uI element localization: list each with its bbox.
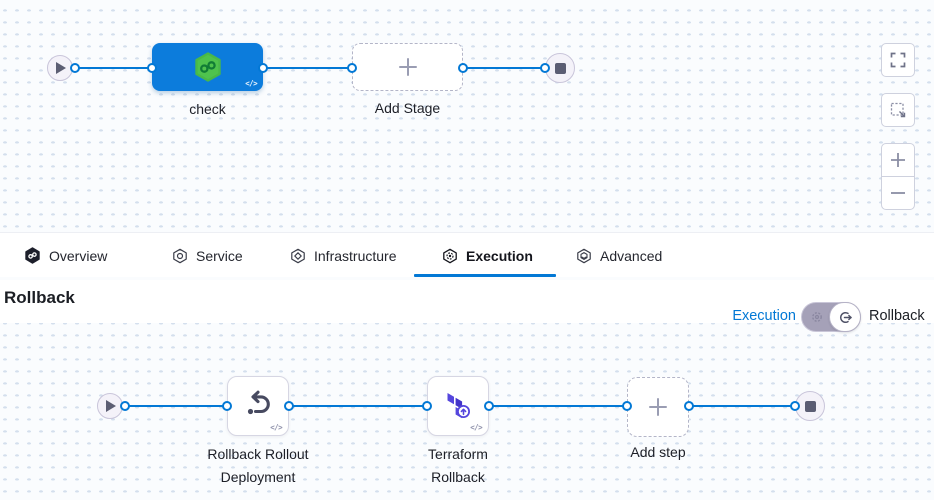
toggle-knob — [829, 302, 861, 332]
step-node-rollback-rollout-deployment[interactable]: </> — [227, 376, 289, 436]
stop-icon — [554, 62, 566, 74]
tab-label: Overview — [49, 247, 108, 264]
yaml-code-icon: </> — [470, 423, 482, 432]
marquee-select-button[interactable] — [881, 93, 915, 127]
port-start-out[interactable] — [120, 401, 130, 411]
port-end-in[interactable] — [540, 63, 550, 73]
stage-graph-canvas[interactable]: </> check Add Stage — [0, 0, 934, 232]
rollback-toggle-icon — [839, 311, 852, 323]
port-addstage-out[interactable] — [458, 63, 468, 73]
step-label: Rollback Rollout Deployment — [207, 446, 309, 485]
execution-hexagon-icon — [443, 248, 457, 263]
pipeline-start-node — [47, 55, 73, 81]
plus-icon — [649, 398, 667, 416]
yaml-code-icon: </> — [245, 79, 257, 88]
tab-execution[interactable]: Execution — [414, 233, 556, 278]
port-step1-in[interactable] — [222, 401, 232, 411]
step-label: Terraform Rollback — [428, 446, 488, 485]
zoom-in-icon — [891, 153, 905, 167]
harness-cd-stage-icon — [194, 52, 221, 82]
step-node-terraform-rollback[interactable]: </> — [427, 376, 489, 436]
tab-service[interactable]: Service — [172, 233, 243, 278]
execution-mode-link[interactable]: Execution — [732, 308, 796, 324]
tab-infrastructure[interactable]: Infrastructure — [290, 233, 396, 278]
add-step-label: Add step — [630, 444, 686, 460]
edge-addstage-to-end — [463, 67, 560, 69]
tab-advanced[interactable]: Advanced — [576, 233, 662, 278]
edge-start-to-step1 — [110, 405, 227, 407]
rollback-arrow-icon — [247, 390, 270, 415]
edge-stage-to-addstage — [263, 67, 352, 69]
port-addstep-in[interactable] — [622, 401, 632, 411]
port-step2-in[interactable] — [422, 401, 432, 411]
port-stage-in[interactable] — [147, 63, 157, 73]
terraform-icon — [447, 393, 470, 419]
advanced-hexagon-icon — [577, 248, 591, 263]
tab-overview[interactable]: Overview — [24, 233, 107, 278]
play-icon — [106, 400, 116, 412]
add-stage-button[interactable] — [352, 43, 463, 91]
add-stage-label: Add Stage — [374, 100, 441, 116]
edge-addstep-to-end — [689, 405, 810, 407]
edge-step1-to-step2 — [289, 405, 427, 407]
port-addstep-out[interactable] — [684, 401, 694, 411]
active-tab-underline — [414, 274, 556, 277]
tab-label: Execution — [466, 247, 533, 264]
plus-icon — [398, 58, 417, 76]
fullscreen-icon — [890, 52, 906, 68]
marquee-select-icon — [890, 102, 905, 117]
port-end-in[interactable] — [790, 401, 800, 411]
infrastructure-hexagon-icon — [291, 248, 305, 263]
stage-tabbar: Overview Service Infrastructure Executio… — [0, 232, 934, 277]
edge-start-to-stage — [60, 67, 152, 69]
zoom-out-icon — [891, 192, 905, 194]
port-stage-out[interactable] — [258, 63, 268, 73]
rollback-end-node — [795, 391, 825, 421]
port-step1-out[interactable] — [284, 401, 294, 411]
port-addstage-in[interactable] — [347, 63, 357, 73]
rollback-graph-canvas[interactable]: Rollback Execution Rollback — [0, 277, 934, 500]
stop-icon — [804, 400, 816, 412]
stage-label: check — [189, 101, 226, 117]
tab-label: Advanced — [600, 247, 663, 264]
fullscreen-button[interactable] — [881, 43, 915, 77]
service-hexagon-icon — [173, 248, 187, 263]
port-start-out[interactable] — [70, 63, 80, 73]
zoom-in-button[interactable] — [881, 143, 915, 177]
yaml-code-icon: </> — [270, 423, 282, 432]
rollback-header-band — [0, 280, 934, 323]
rollback-heading: Rollback — [4, 288, 75, 307]
rollback-mode-label: Rollback — [869, 308, 925, 324]
port-step2-out[interactable] — [484, 401, 494, 411]
play-icon — [56, 62, 66, 74]
add-step-button[interactable] — [627, 377, 689, 437]
rollback-start-node — [97, 393, 123, 419]
tab-label: Service — [196, 247, 243, 264]
zoom-out-button[interactable] — [881, 176, 915, 210]
execution-rollback-toggle[interactable] — [801, 302, 861, 332]
edge-step2-to-addstep — [489, 405, 627, 407]
execution-toggle-icon — [812, 312, 822, 322]
tab-label: Infrastructure — [314, 247, 397, 264]
stage-node-check[interactable]: </> — [152, 43, 263, 91]
harness-logo-icon — [25, 247, 40, 264]
